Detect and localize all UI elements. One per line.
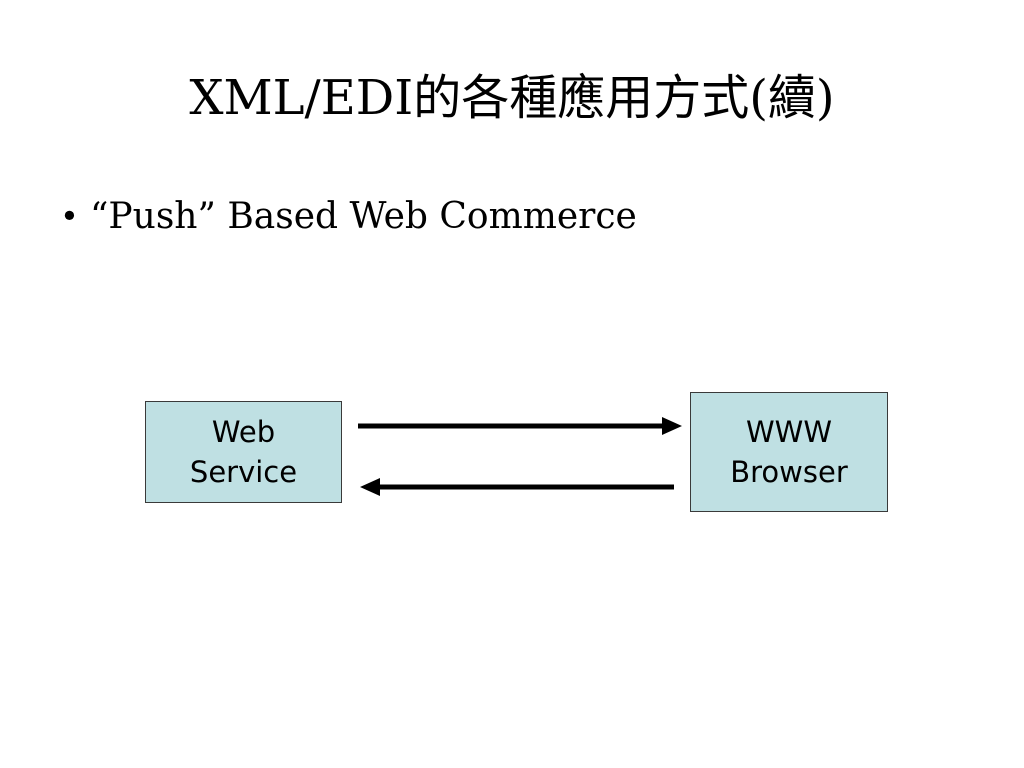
www-browser-label-line2: Browser (730, 455, 848, 489)
slide-title: XML/EDI的各種應用方式(續) (189, 70, 835, 126)
bullet-marker: • (60, 197, 79, 235)
www-browser-box: WWW Browser (690, 392, 888, 512)
web-service-label-line2: Service (189, 455, 298, 489)
arrowhead-right-icon (662, 417, 682, 435)
bullet-text: “Push” Based Web Commerce (90, 195, 637, 237)
web-service-box: Web Service (145, 401, 342, 503)
arrow-browser-to-web-service (360, 478, 674, 496)
arrowhead-left-icon (360, 478, 380, 496)
arrow-web-service-to-browser (358, 417, 682, 435)
bullet-item: • “Push” Based Web Commerce (60, 188, 637, 244)
www-browser-label-line1: WWW (745, 415, 833, 449)
web-service-label-line1: Web (211, 415, 276, 449)
